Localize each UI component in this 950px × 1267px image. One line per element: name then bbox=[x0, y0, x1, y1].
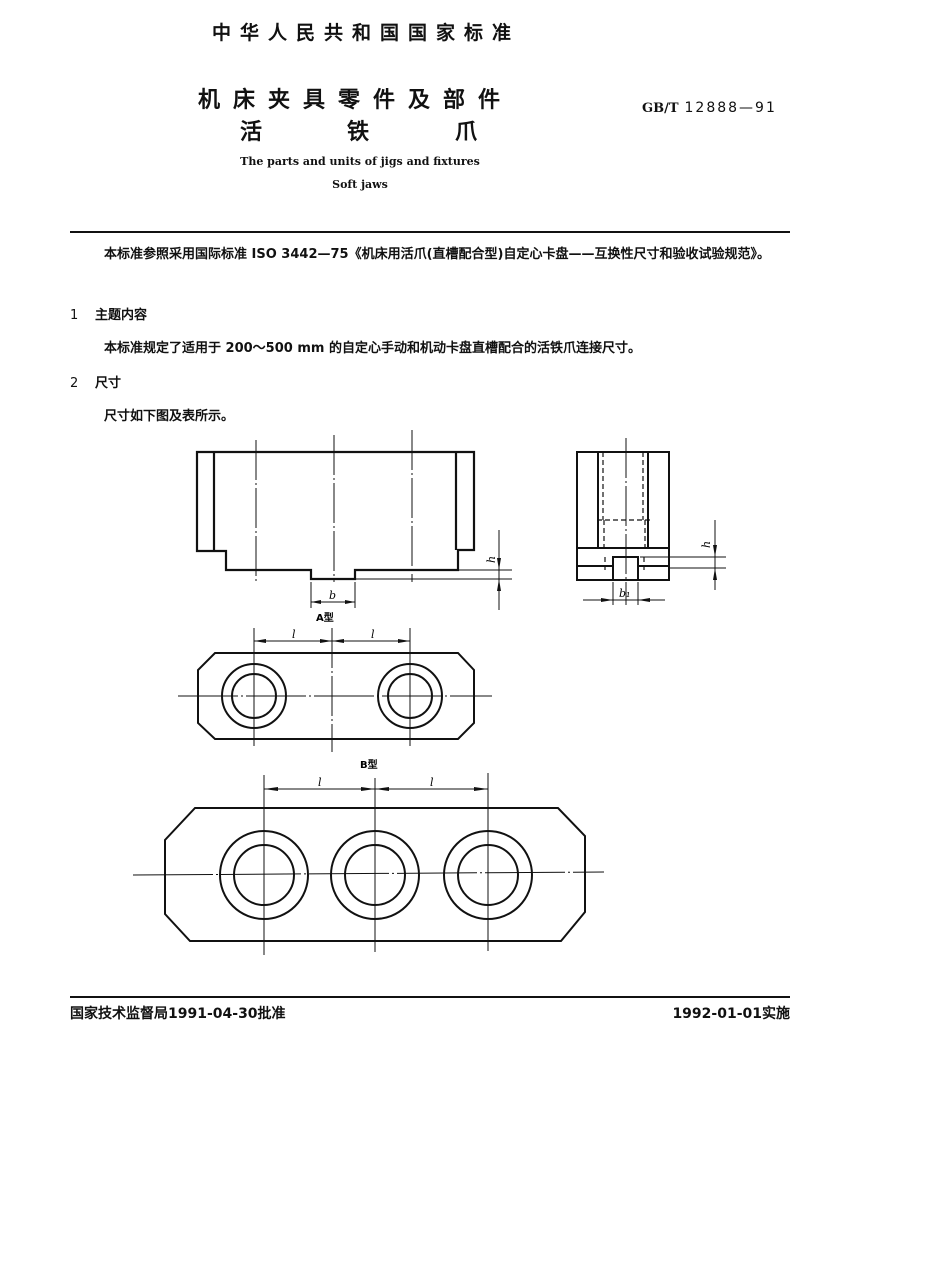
section-number: 2 bbox=[70, 376, 79, 391]
document-subtitle-char-1: 活 bbox=[240, 120, 263, 145]
standard-number: GB/T 12888—91 bbox=[642, 100, 777, 116]
effective-date: 1992-01-01实施 bbox=[672, 1006, 790, 1022]
issuing-organization: 中华人民共和国国家标准 bbox=[212, 22, 521, 44]
dim-b1-label: b₁ bbox=[619, 587, 630, 600]
section-1-heading: 1 主题内容 bbox=[70, 304, 147, 323]
approval-date: 国家技术监督局1991-04-30批准 bbox=[70, 1006, 286, 1022]
dim-h-label: h bbox=[485, 556, 498, 563]
document-subtitle-char-3: 爪 bbox=[455, 120, 478, 145]
section-1-text: 本标准规定了适用于 200～500 mm 的自定心手动和机动卡盘直槽配合的活铁爪… bbox=[104, 341, 641, 356]
section-title: 主题内容 bbox=[95, 308, 148, 323]
dim-l-right-label: l bbox=[371, 628, 375, 641]
dim-l-left-label: l bbox=[292, 628, 296, 641]
document-subtitle-char-2: 铁 bbox=[347, 120, 370, 145]
english-title: The parts and units of jigs and fixtures bbox=[240, 155, 480, 168]
english-subtitle: Soft jaws bbox=[332, 178, 388, 191]
document-title: 机床夹具零件及部件 bbox=[198, 88, 514, 113]
type-b-caption: B型 bbox=[360, 758, 378, 771]
standard-prefix: GB/T bbox=[642, 101, 679, 116]
dim-b-label: b bbox=[329, 589, 336, 602]
header-divider bbox=[70, 231, 790, 233]
section-title: 尺寸 bbox=[95, 376, 122, 391]
intro-paragraph: 本标准参照采用国际标准 ISO 3442—75《机床用活爪(直槽配合型)自定心卡… bbox=[104, 247, 770, 262]
dim-h-side-label: h bbox=[700, 541, 713, 548]
type-a-caption: A型 bbox=[316, 611, 334, 624]
dim-l-right-label: l bbox=[430, 776, 434, 789]
dim-l-left-label: l bbox=[318, 776, 322, 789]
section-number: 1 bbox=[70, 308, 79, 323]
standard-code: 12888—91 bbox=[684, 100, 777, 116]
footer-divider bbox=[70, 996, 790, 998]
section-2-text: 尺寸如下图及表所示。 bbox=[104, 409, 235, 424]
section-2-heading: 2 尺寸 bbox=[70, 372, 121, 391]
